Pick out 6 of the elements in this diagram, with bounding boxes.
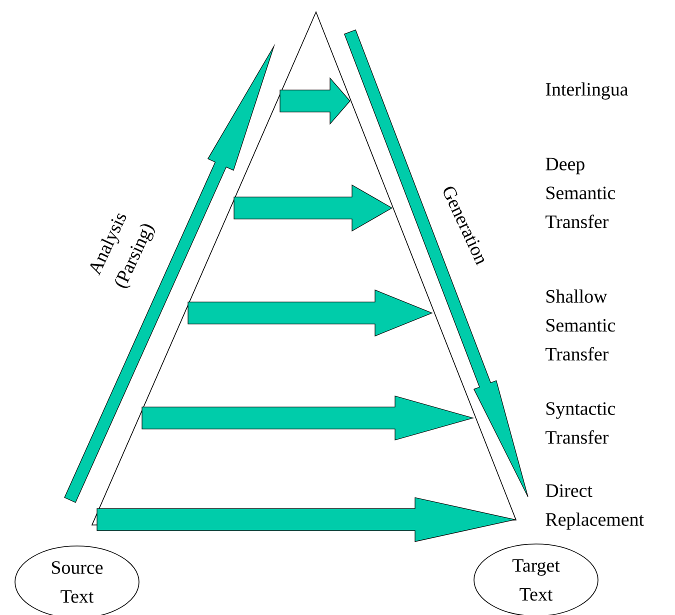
level-label: Shallow Semantic Transfer [546,289,616,361]
level-label: Deep Semantic Transfer [546,158,616,228]
level-label: Syntactic Transfer [546,402,616,444]
level-label: Interlingua [546,82,628,100]
level-label: Direct Replacement [546,484,644,530]
block-arrow [96,497,516,542]
